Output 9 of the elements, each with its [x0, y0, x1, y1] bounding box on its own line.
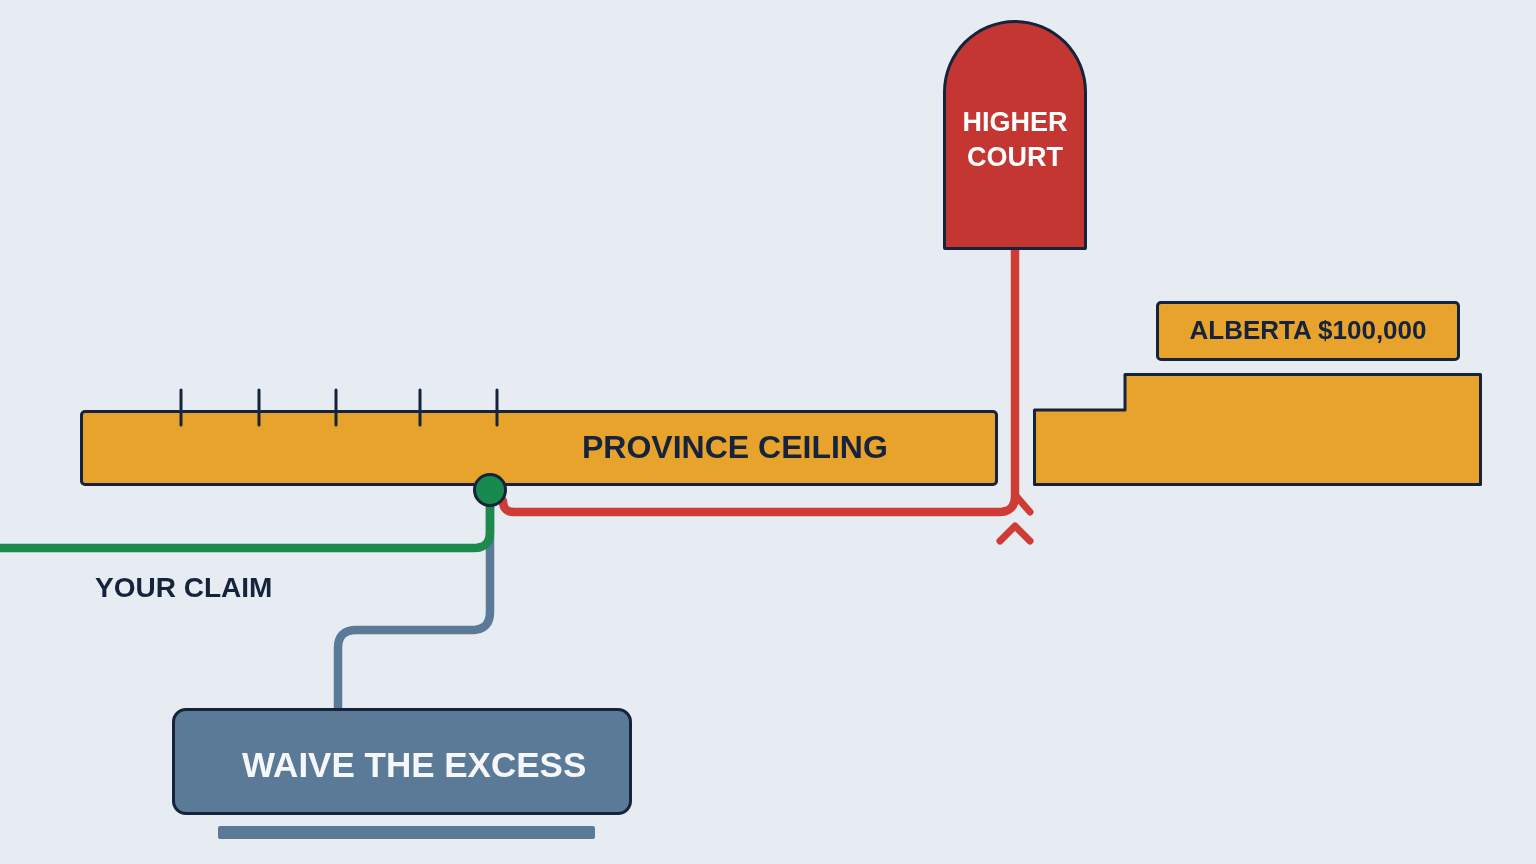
ceiling-label: PROVINCE CEILING: [582, 428, 888, 468]
amount-tag: [1156, 301, 1460, 361]
waive-panel: [172, 708, 632, 815]
stepped-bar: [1033, 373, 1482, 486]
amount-label: ALBERTA $100,000: [1189, 314, 1427, 348]
ceiling-bar: [80, 410, 998, 486]
court-label: HIGHER COURT: [961, 105, 1069, 174]
court-marker: [943, 20, 1087, 250]
waive-label: WAIVE THE EXCESS: [242, 743, 587, 786]
